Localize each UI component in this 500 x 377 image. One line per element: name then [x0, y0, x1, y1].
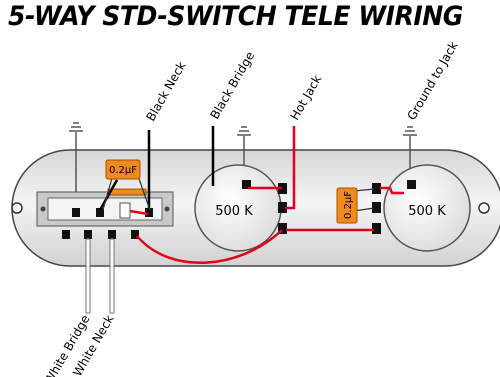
- white-wires: [85, 238, 115, 314]
- capacitor-switch: 0.2µF: [102, 159, 151, 211]
- label-black-neck: Black Neck: [143, 59, 188, 123]
- label-hot-jack: Hot Jack: [287, 73, 324, 123]
- label-black-bridge: Black Bridge: [207, 49, 257, 121]
- capacitor-tone: 0.2µF: [336, 187, 375, 224]
- tone-pot-lugs: [372, 180, 416, 234]
- black-wires: [98, 126, 215, 212]
- label-ground-to-jack: Ground to Jack: [404, 39, 460, 122]
- diagram-title: 5-WAY STD-SWITCH TELE WIRING: [8, 1, 463, 32]
- five-way-switch: [36, 188, 174, 227]
- switch-lugs: [62, 208, 153, 239]
- capacitor-tone-label: 0.2µF: [343, 191, 354, 219]
- red-wires: [129, 126, 404, 264]
- tone-pot: [383, 164, 471, 252]
- capacitor-switch-label: 0.2µF: [109, 165, 137, 176]
- mounting-hole-left: [11, 202, 23, 214]
- tone-pot-label: 500 K: [408, 204, 446, 219]
- mounting-hole-right: [478, 202, 490, 214]
- volume-pot-lugs: [242, 180, 287, 234]
- volume-pot-label: 500 K: [215, 204, 253, 219]
